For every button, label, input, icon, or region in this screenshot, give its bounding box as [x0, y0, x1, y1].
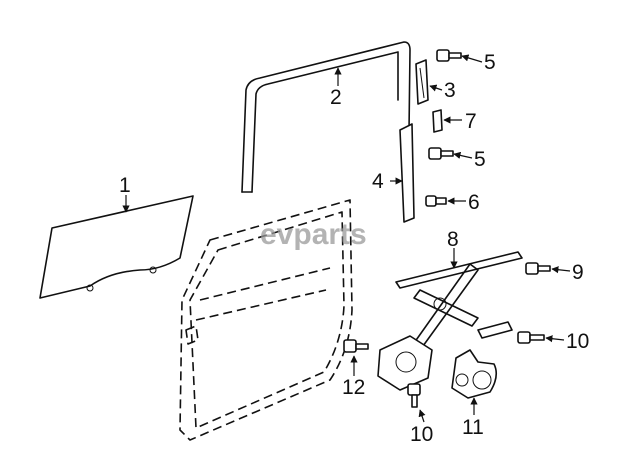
bolt-6 [425, 195, 447, 207]
glass-run-channel [241, 41, 411, 215]
callout-8: 8 [447, 228, 459, 251]
callout-10-lower: 10 [410, 423, 433, 446]
bolt-5-lower [428, 147, 454, 160]
callout-10-right: 10 [566, 330, 589, 353]
callout-4: 4 [372, 170, 384, 193]
regulator-motor [377, 335, 433, 391]
division-trim [415, 59, 429, 105]
callout-7: 7 [465, 110, 477, 133]
window-motor [451, 349, 498, 399]
bolt-10-lower [407, 383, 421, 408]
callout-11: 11 [462, 416, 484, 439]
bolt-5-upper [436, 49, 462, 62]
callout-1: 1 [119, 174, 131, 197]
callout-9: 9 [572, 261, 584, 284]
callout-5-upper: 5 [484, 51, 496, 74]
pad [432, 109, 443, 133]
watermark-text: evparts [260, 218, 367, 251]
callout-12: 12 [342, 376, 365, 399]
bolt-10-right [517, 331, 545, 344]
callout-3: 3 [444, 79, 456, 102]
callout-2: 2 [330, 86, 342, 109]
callout-6: 6 [468, 191, 480, 214]
bolt-9 [525, 262, 551, 275]
rear-channel [399, 123, 415, 223]
callout-5-lower: 5 [474, 148, 486, 171]
door-shell-outline [179, 199, 353, 441]
bolt-12 [343, 339, 369, 353]
leader-lines [122, 54, 571, 423]
door-glass [39, 195, 194, 299]
